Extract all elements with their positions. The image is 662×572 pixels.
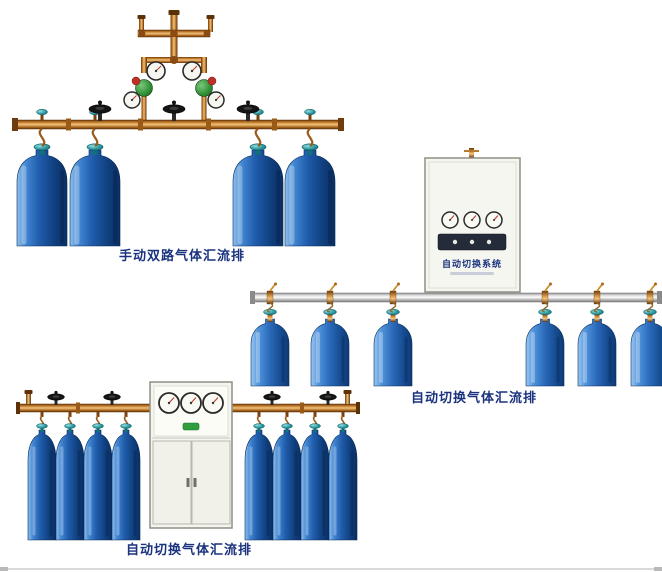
pigtail-tube (326, 302, 334, 313)
pipe-valve (326, 282, 337, 305)
control-cabinet: 自动切换系统 (424, 148, 521, 293)
illustration-auto-switch-manifold-cabinet (16, 381, 360, 541)
cabinet-door (152, 440, 192, 525)
cylinder-valve (64, 412, 76, 432)
handwheel-valve (263, 390, 281, 405)
pressure-regulator (123, 61, 166, 122)
cylinder-valve (33, 128, 51, 155)
cylinder-valve (309, 412, 321, 432)
gas-cylinder (232, 149, 284, 247)
cabinet-door (191, 440, 231, 525)
pressure-gauge (441, 211, 459, 229)
manifold-main-pipe (12, 118, 344, 131)
manifold-pipe (250, 291, 662, 304)
bottom-divider-end (0, 567, 8, 571)
pressure-gauge (207, 91, 225, 109)
illustration-auto-switch-manifold-wall: 自动切换系统 (250, 148, 662, 387)
pressure-gauge (485, 211, 503, 229)
gas-cylinder (244, 429, 274, 541)
pressure-gauge (202, 392, 224, 414)
cylinder-valve (86, 128, 104, 155)
pigtail-tube (646, 302, 654, 313)
gas-cylinder (55, 429, 85, 541)
gas-cylinder (525, 302, 565, 387)
indicator-light (486, 239, 492, 245)
gas-cylinder (111, 429, 141, 541)
cabinet-panel-label: 自动切换系统 (442, 258, 502, 269)
indicator-light (469, 239, 475, 245)
pigtail-tube (593, 302, 601, 313)
cylinder-valve (92, 412, 104, 432)
pigtail-tube (91, 128, 99, 147)
pressure-gauge (180, 392, 202, 414)
gas-cylinder (83, 429, 113, 541)
bottom-divider (0, 568, 662, 570)
manifold-top-assembly (137, 10, 215, 73)
gas-cylinder (328, 429, 358, 541)
gas-cylinder (373, 302, 413, 387)
cabinet-subtext-line (450, 272, 494, 275)
pigtail-tube (266, 302, 274, 313)
cylinder-valve (337, 412, 349, 432)
indicator-light (452, 239, 458, 245)
gas-cylinder (630, 302, 662, 387)
pressure-gauge (146, 61, 166, 81)
pressure-gauge (123, 91, 141, 109)
pigtail-tube (38, 128, 46, 147)
pigtail-tube (254, 128, 262, 147)
pipe-valve (36, 108, 48, 121)
control-cabinet (149, 381, 233, 529)
gas-cylinder (310, 302, 350, 387)
handwheel-valve (162, 100, 186, 121)
handwheel-valve (236, 100, 260, 121)
pressure-gauge (182, 61, 202, 81)
pigtail-tube (306, 128, 314, 147)
pipe-valve (541, 282, 552, 305)
gas-cylinder (284, 149, 336, 247)
cylinder-valve (253, 412, 265, 432)
gas-cylinder (250, 302, 290, 387)
illustration-manual-dual-manifold (12, 10, 344, 247)
cylinder-valve (281, 412, 293, 432)
product-caption: 手动双路气体汇流排 (118, 248, 245, 263)
handwheel-valve (319, 390, 337, 405)
pressure-gauge (158, 392, 180, 414)
door-handle (186, 478, 190, 487)
pipe-valve (266, 282, 277, 305)
bottom-divider-end (654, 567, 662, 571)
gas-cylinder (27, 429, 57, 541)
pigtail-tube (541, 302, 549, 313)
gas-cylinder (69, 149, 121, 247)
pipe-valve (646, 282, 657, 305)
cylinder-valve (36, 412, 48, 432)
cylinder-valve (120, 412, 132, 432)
pigtail-tube (389, 302, 397, 313)
gas-cylinder (272, 429, 302, 541)
pipe-valve (389, 282, 400, 305)
handwheel-valve (88, 100, 112, 121)
gas-cylinder (577, 302, 617, 387)
product-caption: 自动切换气体汇流排 (410, 390, 537, 405)
pressure-gauge (463, 211, 481, 229)
door-handle (193, 478, 197, 487)
pipe-valve (593, 282, 604, 305)
handwheel-valve (103, 390, 121, 405)
handwheel-valve (47, 390, 65, 405)
indicator-light (182, 422, 200, 431)
pressure-regulator (182, 61, 225, 122)
gas-cylinder (16, 149, 68, 247)
product-caption: 自动切换气体汇流排 (125, 542, 252, 557)
pipe-valve (304, 108, 316, 121)
gas-cylinder (300, 429, 330, 541)
cylinder-valve (301, 128, 319, 155)
cylinder-valve (249, 128, 267, 155)
